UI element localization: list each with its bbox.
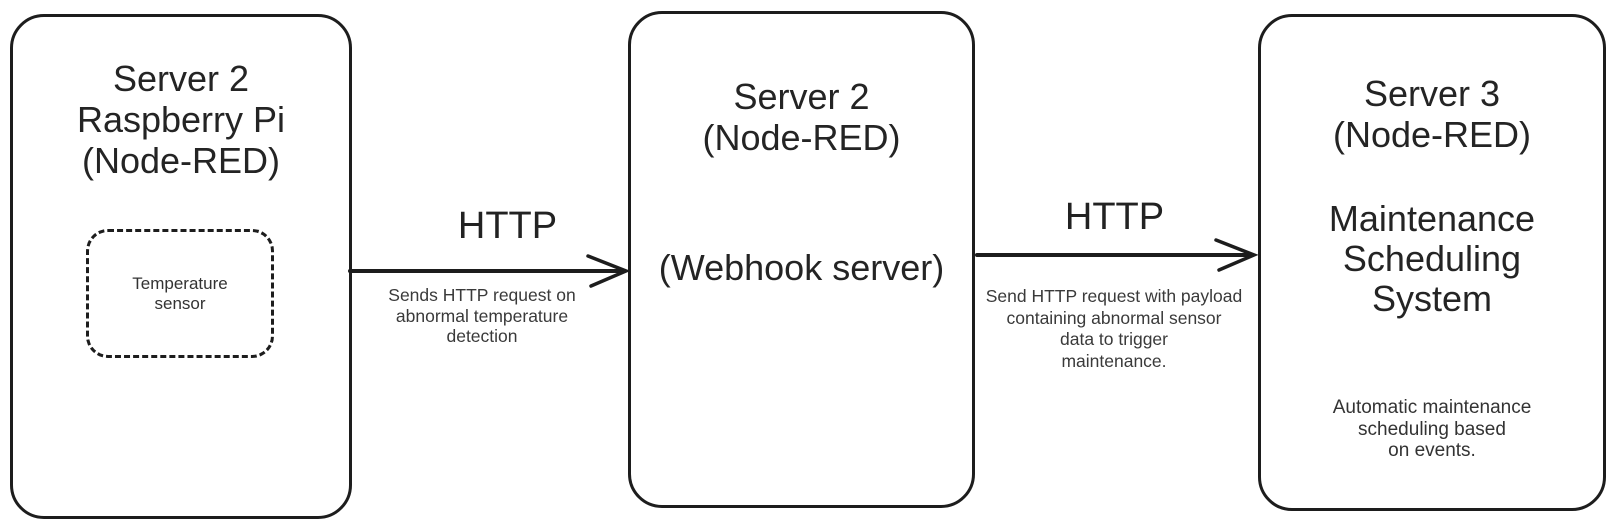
edge-protocol-label: HTTP — [457, 205, 558, 247]
node-subtitle-line: System — [1371, 278, 1493, 319]
arrow-sensor-to-webhook — [348, 254, 631, 288]
edge-description: Sends HTTP request on abnormal temperatu… — [352, 285, 612, 347]
node-description-line: on events. — [1388, 440, 1476, 461]
node-title-line: (Node-RED) — [1332, 114, 1532, 155]
node-title-line: (Node-RED) — [702, 117, 901, 158]
edge-description-line: Sends HTTP request on — [388, 285, 576, 305]
edge-description-line: abnormal temperature — [395, 305, 569, 326]
edge-description-line: Send HTTP request with payload — [985, 286, 1243, 306]
edge-description-line: containing abnormal sensor — [1006, 307, 1222, 328]
node-description-line: scheduling based — [1358, 418, 1506, 440]
edge-description-line: detection — [446, 326, 518, 346]
temperature-sensor-label-line: sensor — [154, 293, 206, 313]
node-title-line: Server 2 — [112, 58, 250, 99]
edge-protocol-label: HTTP — [1064, 196, 1165, 238]
node-description: Automatic maintenance scheduling based o… — [1261, 397, 1603, 462]
node-subtitle: Maintenance Scheduling System — [1261, 199, 1603, 319]
node-description-line: Automatic maintenance — [1332, 397, 1532, 418]
arrow-webhook-to-maintenance — [975, 238, 1259, 272]
edge-description: Send HTTP request with payload containin… — [970, 286, 1258, 372]
temperature-sensor-label-line: Temperature — [132, 273, 228, 293]
node-title-line: Server 2 — [733, 76, 870, 117]
temperature-sensor-box: Temperature sensor — [86, 229, 274, 358]
node-server3-maintenance: Server 3 (Node-RED) Maintenance Scheduli… — [1258, 14, 1606, 511]
node-subtitle-line: Scheduling — [1342, 238, 1522, 279]
node-subtitle-line: Maintenance — [1328, 198, 1536, 239]
node-server2-webhook: Server 2 (Node-RED) (Webhook server) — [628, 11, 975, 508]
node-title: Server 2 Raspberry Pi (Node-RED) — [13, 58, 349, 181]
node-subtitle: (Webhook server) — [658, 247, 945, 288]
node-title: Server 3 (Node-RED) — [1261, 73, 1603, 155]
node-title-line: Server 3 — [1363, 73, 1501, 114]
node-title: Server 2 (Node-RED) — [631, 76, 972, 158]
edge-description-line: maintenance. — [1061, 350, 1167, 371]
edge-description-line: data to trigger — [1060, 329, 1168, 349]
node-server2-raspberry-pi: Server 2 Raspberry Pi (Node-RED) Tempera… — [10, 14, 352, 519]
node-title-line: Raspberry Pi — [76, 99, 286, 140]
node-title-line: (Node-RED) — [81, 140, 281, 181]
